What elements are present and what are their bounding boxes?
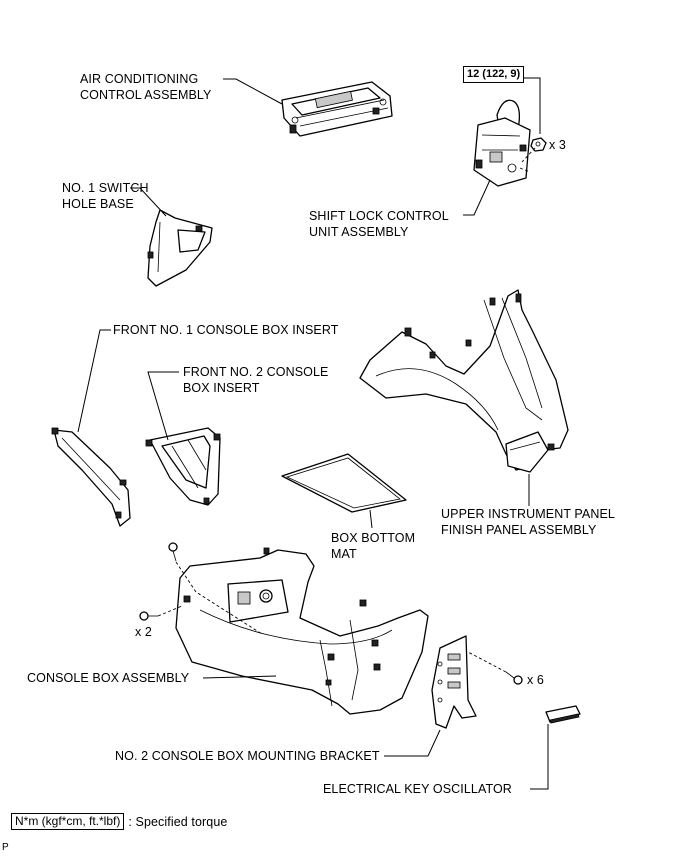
key-oscillator-drawing [545,705,581,724]
upper-panel-label-line2: FINISH PANEL ASSEMBLY [441,523,597,537]
console-screw-quantity: x 2 [135,625,152,639]
ac-control-leader [223,78,283,105]
upper-panel-label-line1: UPPER INSTRUMENT PANEL [441,507,615,521]
upper-panel-finish-assembly-drawing [359,289,569,473]
switch-base-label-line2: HOLE BASE [62,197,134,211]
footer-code: P [2,842,9,853]
key-oscillator-label: ELECTRICAL KEY OSCILLATOR [323,782,512,796]
key-oscillator-leader [530,724,549,790]
air-conditioning-control-assembly-drawing [281,81,393,137]
box-mat-leader [369,509,373,529]
torque-legend-description: : Specified torque [128,814,228,829]
front-no2-insert-label: FRONT NO. 2 CONSOLE BOX INSERT [183,364,328,396]
mounting-bracket-label: NO. 2 CONSOLE BOX MOUNTING BRACKET [115,749,380,763]
shift-lock-label: SHIFT LOCK CONTROL UNIT ASSEMBLY [309,208,449,240]
shift-lock-nut-quantity: x 3 [549,138,566,152]
shift-lock-control-unit-drawing [473,99,547,187]
box-bottom-mat-drawing [281,453,407,513]
torque-value-box: 12 (122, 9) [463,66,525,83]
front-no1-console-insert-drawing [51,427,131,527]
ac-control-label: AIR CONDITIONING CONTROL ASSEMBLY [80,71,212,103]
box-mat-label-line2: MAT [331,547,357,561]
torque-leader [520,77,541,134]
front-no2-label-line1: FRONT NO. 2 CONSOLE [183,365,329,379]
shift-lock-label-line2: UNIT ASSEMBLY [309,225,409,239]
shift-lock-leader [463,179,491,216]
upper-panel-label: UPPER INSTRUMENT PANEL FINISH PANEL ASSE… [441,506,615,538]
console-box-assembly-drawing [139,542,429,715]
shift-lock-label-line1: SHIFT LOCK CONTROL [309,209,449,223]
box-mat-label-line1: BOX BOTTOM [331,531,416,545]
console-box-leader [202,675,277,679]
front-no1-leader [77,329,111,433]
torque-legend: N*m (kgf*cm, ft.*lbf) : Specified torque [11,813,227,830]
box-mat-label: BOX BOTTOM MAT [331,530,415,562]
torque-unit-box: N*m (kgf*cm, ft.*lbf) [11,813,125,830]
console-box-label: CONSOLE BOX ASSEMBLY [27,671,190,685]
bracket-screw-quantity: x 6 [527,673,544,687]
switch-base-leader [130,187,167,217]
front-no1-insert-label: FRONT NO. 1 CONSOLE BOX INSERT [113,323,339,337]
mounting-bracket-drawing [431,635,523,729]
switch-base-label: NO. 1 SWITCH HOLE BASE [62,180,149,212]
front-no2-console-insert-drawing [145,427,221,506]
front-no2-leader [147,371,179,441]
ac-control-label-line2: CONTROL ASSEMBLY [80,88,212,102]
switch-base-label-line1: NO. 1 SWITCH [62,181,149,195]
mounting-bracket-leader [384,729,441,757]
front-no2-label-line2: BOX INSERT [183,381,260,395]
ac-control-label-line1: AIR CONDITIONING [80,72,199,86]
switch-hole-base-drawing [147,209,213,287]
